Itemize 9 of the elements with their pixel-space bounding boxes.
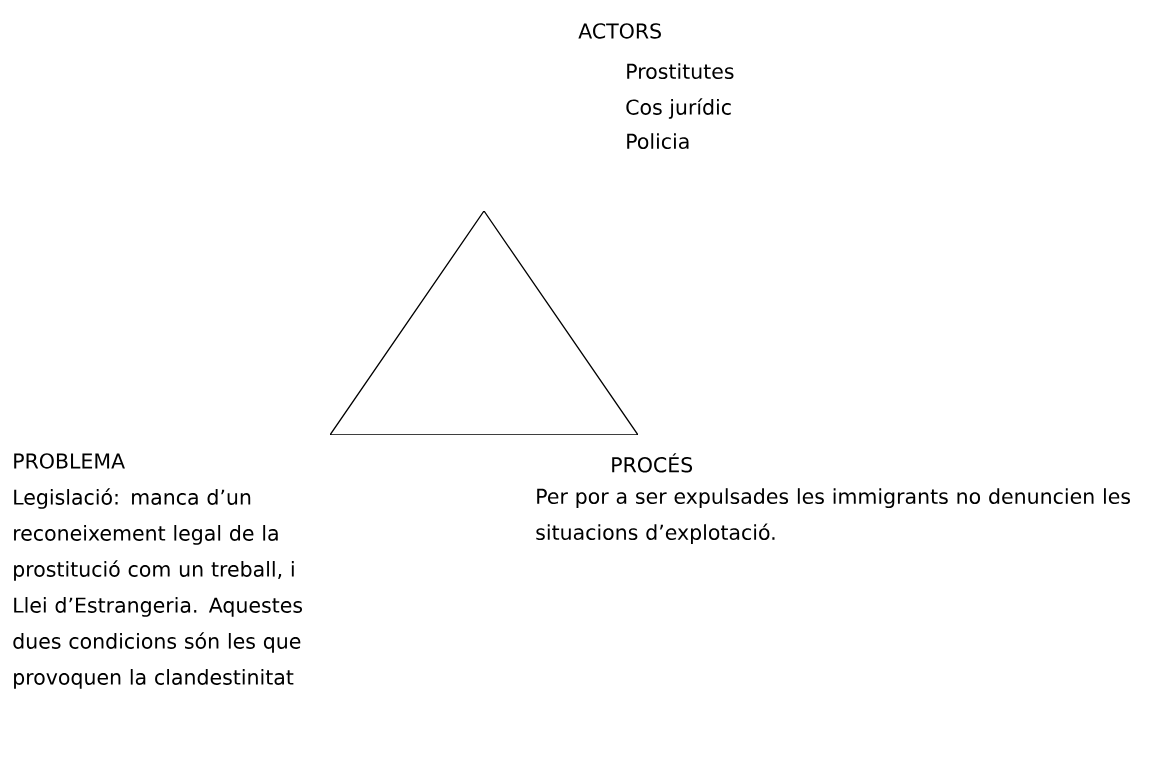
list-item: Cos jurídic [626, 98, 731, 119]
heading: ACTORS [578, 23, 661, 39]
body-text: Per por a ser expulsades les immigrants no denuncien les situacions d’explotació. [536, 488, 1130, 545]
heading: PROCÉS [612, 453, 693, 473]
triangle [330, 211, 638, 435]
list-item: Prostitutes [627, 63, 734, 80]
body-text: Legislació: manca d’un reconeixement legal de la prostitució com un treball, i Llei d’Estrangeria. Aquestes dues condicions són les que provoquen la clandestinitat [13, 488, 303, 689]
heading: PROBLEMA [14, 453, 125, 469]
list-item: Policia [627, 133, 689, 150]
